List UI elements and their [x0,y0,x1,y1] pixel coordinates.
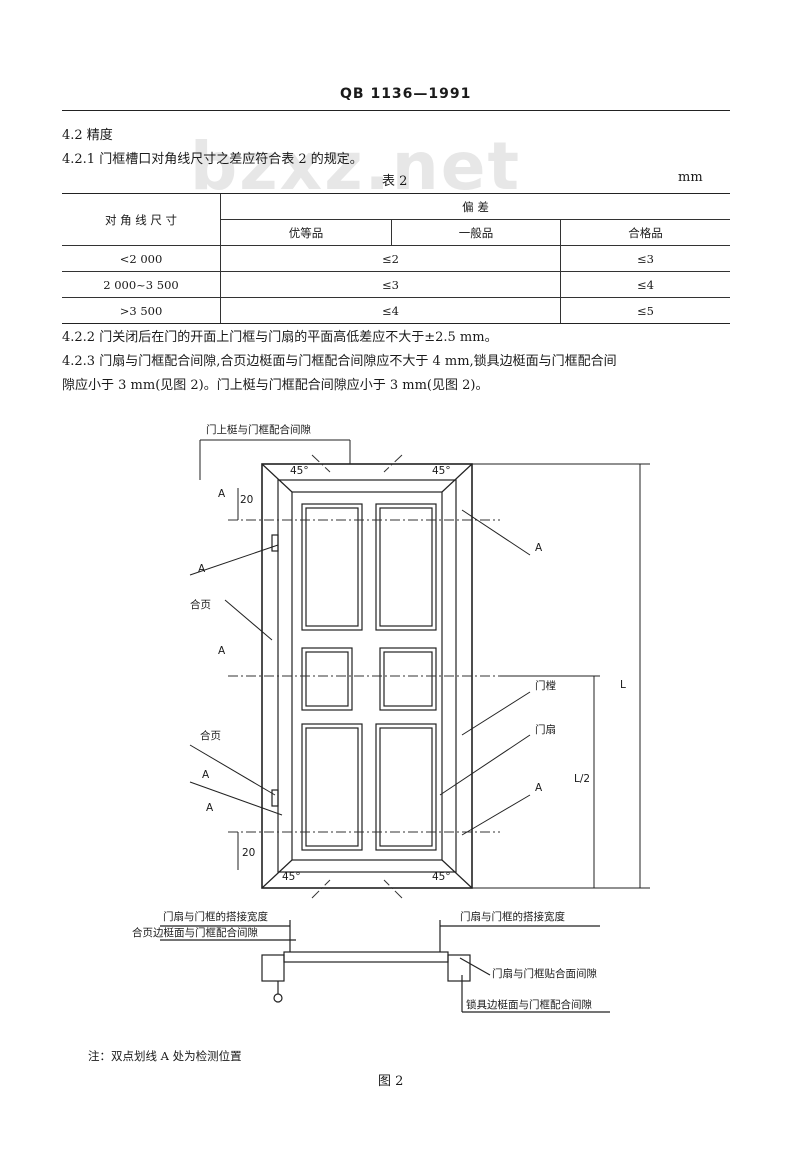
row-size: >3 500 [62,297,221,324]
label-fit-gap: 门扇与门框贴合面间隙 [492,967,597,980]
page-header: QB 1136—1991 [62,84,730,111]
clause-4-2-1: 4.2.1 门框槽口对角线尺寸之差应符合表 2 的规定。 [62,152,363,167]
table-row: <2 000 ≤2 ≤3 [62,245,730,272]
row-qualified-tolerance: ≤4 [560,271,730,298]
table-row: 2 000~3 500 ≤3 ≤4 [62,271,730,298]
figure-caption: 图 2 [378,1074,404,1089]
section-title: 4.2 精度 [62,128,113,143]
label-section-a: A [218,645,226,657]
label-hinge: 合页 [200,729,221,742]
column-header-diagonal: 对 角 线 尺 寸 [62,193,221,246]
label-section-a: A [535,782,543,794]
table-caption: 表 2 [382,174,408,189]
label-dim-20: 20 [240,494,253,506]
label-angle: 45° [432,465,451,477]
row-qualified-tolerance: ≤5 [560,297,730,324]
label-leaf: 门扇 [535,723,556,736]
label-section-a: A [218,488,226,500]
subheader-general: 一般品 [391,219,561,246]
table-row: >3 500 ≤4 ≤5 [62,297,730,324]
row-shared-tolerance: ≤3 [220,271,561,298]
subheader-qualified: 合格品 [560,219,730,246]
label-overlap-left: 门扇与门框的搭接宽度 [163,910,268,923]
row-shared-tolerance: ≤4 [220,297,561,324]
column-header-deviation: 偏 差 [220,193,730,220]
label-section-a: A [206,802,214,814]
label-angle: 45° [432,871,451,883]
label-half-length: L/2 [574,773,590,785]
row-qualified-tolerance: ≤3 [560,245,730,272]
label-lock-side-gap: 锁具边梃面与门框配合间隙 [466,998,592,1011]
row-shared-tolerance: ≤2 [220,245,561,272]
label-frame: 门樘 [535,679,556,692]
label-section-a: A [202,769,210,781]
label-dim-20: 20 [242,847,255,859]
label-angle: 45° [290,465,309,477]
watermark: bzxz.net [190,128,522,205]
label-hinge: 合页 [190,598,211,611]
tolerance-table: 对 角 线 尺 寸 偏 差 优等品 一般品 合格品 <2 000 ≤2 ≤3 2… [62,193,730,324]
label-angle: 45° [282,871,301,883]
label-top-gap: 门上梃与门框配合间隙 [206,423,311,436]
clause-4-2-2: 4.2.2 门关闭后在门的开面上门框与门扇的平面高低差应不大于±2.5 mm。 [62,330,498,345]
clause-4-2-3-line2: 隙应小于 3 mm(见图 2)。门上梃与门框配合间隙应小于 3 mm(见图 2)… [62,378,489,393]
figure-note: 注：双点划线 A 处为检测位置 [88,1049,242,1063]
row-size: <2 000 [62,245,221,272]
standard-number: QB 1136—1991 [340,86,472,102]
table-unit: mm [678,170,703,185]
subheader-superior: 优等品 [220,219,392,246]
label-length: L [620,679,626,691]
label-overlap-right: 门扇与门框的搭接宽度 [460,910,565,923]
clause-4-2-3-line1: 4.2.3 门扇与门框配合间隙,合页边梃面与门框配合间隙应不大于 4 mm,锁具… [62,354,617,369]
label-section-a: A [198,563,206,575]
row-size: 2 000~3 500 [62,271,221,298]
label-section-a: A [535,542,543,554]
label-hinge-side-gap: 合页边梃面与门框配合间隙 [132,926,258,939]
